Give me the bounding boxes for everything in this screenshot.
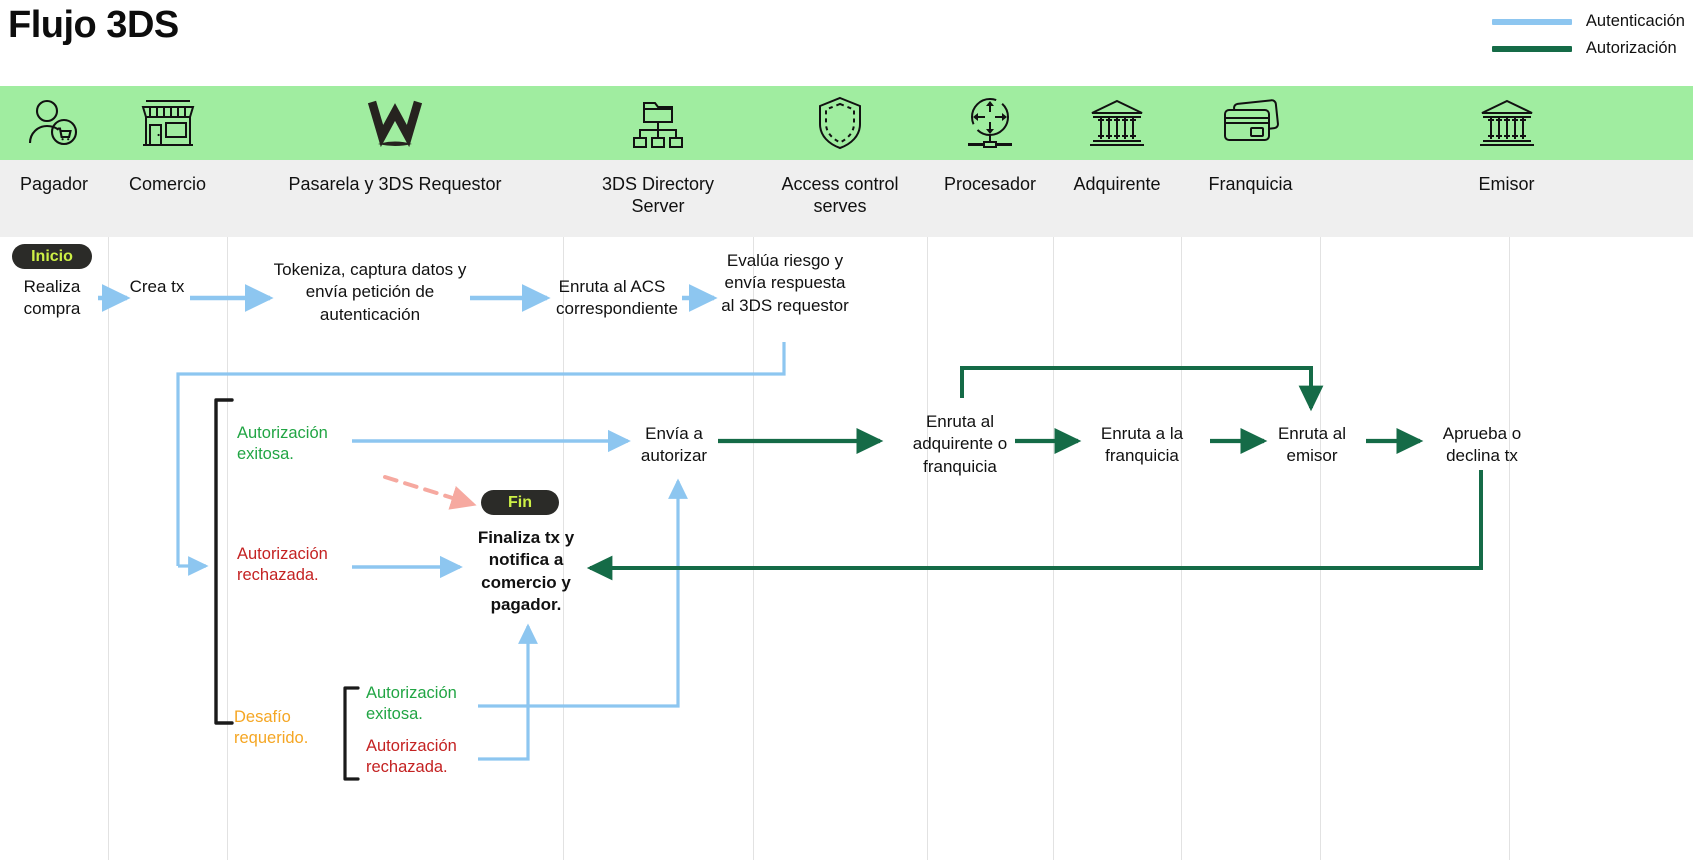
storefront-icon <box>141 100 194 146</box>
credit-cards-icon <box>1223 99 1279 141</box>
end-badge: Fin <box>481 490 559 515</box>
column-icon-3ds-directory-server <box>563 86 753 160</box>
node-crea-tx: Crea tx <box>129 277 185 296</box>
legend: Autenticación Autorización <box>1491 8 1685 62</box>
node-envia-autorizar: Envía a autorizar <box>640 424 708 466</box>
lane-divider <box>227 237 228 860</box>
lane-divider <box>1181 237 1182 860</box>
node-evalua-riesgo: Evalúa riesgo y envía respuesta al 3DS r… <box>721 251 849 315</box>
column-label-comercio: Comercio <box>128 174 207 194</box>
lane-divider <box>1509 237 1510 860</box>
column-icon-pasarela <box>227 86 563 160</box>
node-enruta-franquicia: Enruta a la franquicia <box>1100 424 1184 466</box>
page-title: Flujo 3DS <box>8 4 179 46</box>
branch-label-desafio-requerido: Desafío requerido. <box>234 708 309 748</box>
node-tokeniza: Tokeniza, captura datos y envía petición… <box>273 260 467 324</box>
legend-item-autorizacion: Autorización <box>1491 35 1685 62</box>
column-icon-access-control-serves <box>753 86 927 160</box>
column-label-pasarela: Pasarela y 3DS Requestor <box>288 174 502 194</box>
folder-tree-icon <box>633 102 683 148</box>
column-label-emisor: Emisor <box>1478 174 1535 194</box>
swimlane-label-band: Pagador Comercio Pasarela y 3DS Requesto… <box>0 160 1693 237</box>
column-icon-pagador <box>0 86 108 160</box>
branch-label-autorizacion-rechazada-top: Autorización rechazada. <box>237 545 328 585</box>
line-swatch-icon <box>1491 45 1572 52</box>
wompi-w-icon <box>367 100 423 148</box>
column-label-3ds-directory-server: 3DS Directory Server <box>601 174 715 216</box>
node-aprueba-declina: Aprueba o declina tx <box>1442 424 1522 466</box>
shield-icon <box>819 96 861 150</box>
line-swatch-icon <box>1491 18 1572 25</box>
column-icon-franquicia <box>1181 86 1320 160</box>
start-badge: Inicio <box>12 244 92 269</box>
lane-divider <box>1320 237 1321 860</box>
column-label-pagador: Pagador <box>19 174 89 194</box>
column-icon-procesador <box>927 86 1053 160</box>
legend-label: Autenticación <box>1585 12 1685 30</box>
node-enruta-acs: Enruta al ACS correspondiente <box>556 277 678 319</box>
column-icon-emisor <box>1320 86 1693 160</box>
bank-icon <box>1479 99 1534 146</box>
column-icon-comercio <box>108 86 227 160</box>
column-label-access-control-serves: Access control serves <box>781 174 899 216</box>
column-label-adquirente: Adquirente <box>1073 174 1161 194</box>
branch-label-autorizacion-exitosa-bottom: Autorización exitosa. <box>366 684 457 724</box>
shopper-person-icon <box>28 99 78 146</box>
node-finaliza-tx: Finaliza tx y notifica a comercio y paga… <box>477 528 575 615</box>
column-label-franquicia: Franquicia <box>1208 174 1293 194</box>
legend-item-autenticacion: Autenticación <box>1491 8 1685 35</box>
column-label-procesador: Procesador <box>943 174 1037 194</box>
legend-label: Autorización <box>1585 39 1677 57</box>
lane-divider <box>753 237 754 860</box>
lane-divider <box>1053 237 1054 860</box>
node-realiza-compra: Realiza compra <box>23 277 81 319</box>
node-enruta-adquirente: Enruta al adquirente o franquicia <box>912 412 1008 476</box>
branch-label-autorizacion-exitosa-top: Autorización exitosa. <box>237 424 328 464</box>
lane-divider <box>927 237 928 860</box>
branch-label-autorizacion-rechazada-bottom: Autorización rechazada. <box>366 737 457 777</box>
swimlane-icon-band <box>0 86 1693 160</box>
network-node-icon <box>968 98 1012 148</box>
column-icon-adquirente <box>1053 86 1181 160</box>
lane-divider <box>108 237 109 860</box>
node-enruta-emisor: Enruta al emisor <box>1277 424 1347 466</box>
bank-icon <box>1090 99 1144 146</box>
